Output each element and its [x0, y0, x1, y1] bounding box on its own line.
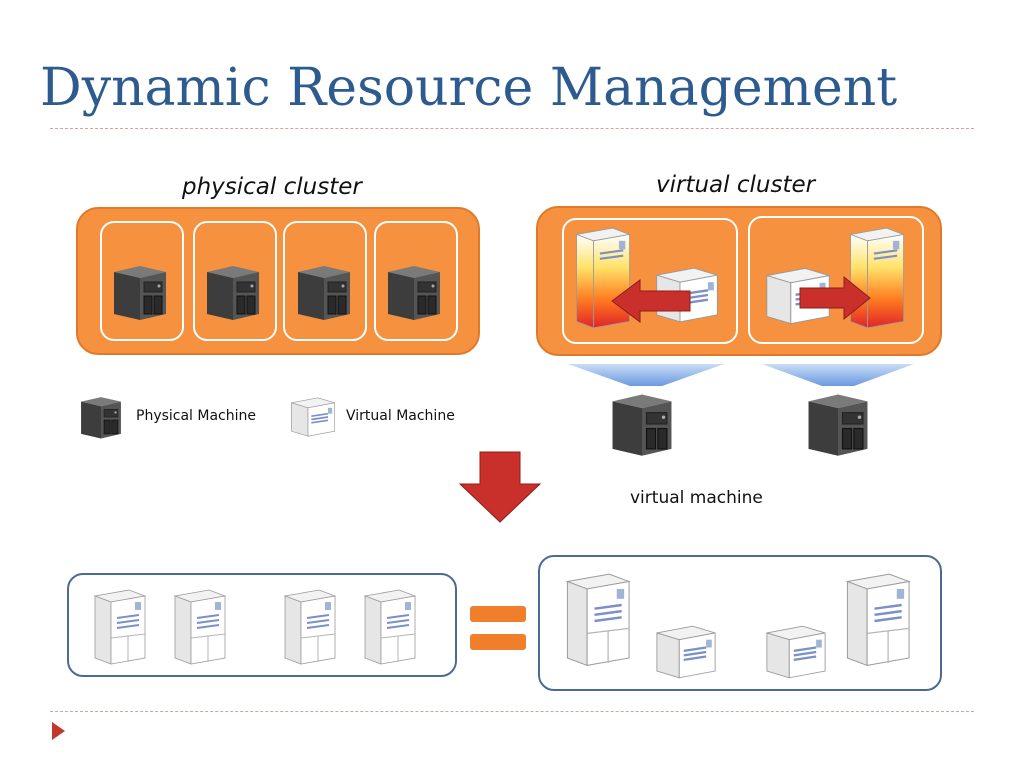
- legend-virtual-icon: [288, 396, 338, 438]
- equals-icon: [470, 606, 526, 652]
- virtual-server-icon: [356, 588, 422, 668]
- virtual-server-icon: [166, 588, 232, 668]
- physical-cluster-cell: [100, 221, 184, 341]
- physical-server-icon: [804, 390, 872, 458]
- legend-physical-icon: [78, 394, 124, 440]
- physical-server-icon: [384, 262, 444, 322]
- legend-physical-label: Physical Machine: [136, 408, 257, 424]
- virtual-machine-label: virtual machine: [630, 488, 763, 508]
- physical-cluster-cell: [283, 221, 367, 341]
- triangle-bullet-icon: [52, 722, 66, 740]
- migrate-left-arrow-icon: [611, 278, 692, 324]
- virtual-server-icon: [86, 588, 152, 668]
- virtual-cluster-cell: [562, 218, 738, 344]
- virtual-server-icon: [276, 588, 342, 668]
- mapping-funnel-icon: [762, 364, 914, 386]
- mapping-funnel-icon: [568, 364, 724, 386]
- migrate-right-arrow-icon: [799, 275, 872, 321]
- down-arrow-icon: [458, 451, 542, 524]
- virtual-cluster-cell: [748, 216, 924, 344]
- virtual-cluster-label: virtual cluster: [656, 172, 816, 198]
- physical-cluster-label: physical cluster: [182, 174, 362, 200]
- page-title: Dynamic Resource Management: [40, 58, 898, 118]
- physical-cluster-cell: [374, 221, 458, 341]
- physical-server-icon: [110, 262, 170, 322]
- physical-server-icon: [608, 390, 676, 458]
- physical-server-icon: [294, 262, 354, 322]
- bottom-divider: [50, 711, 974, 712]
- physical-server-icon: [203, 262, 263, 322]
- virtual-server-icon: [650, 624, 722, 680]
- virtual-server-icon: [560, 568, 634, 674]
- virtual-server-icon: [840, 568, 914, 674]
- top-divider: [50, 128, 974, 129]
- physical-cluster-cell: [193, 221, 277, 341]
- legend-virtual-label: Virtual Machine: [346, 408, 455, 424]
- virtual-server-icon: [760, 624, 832, 680]
